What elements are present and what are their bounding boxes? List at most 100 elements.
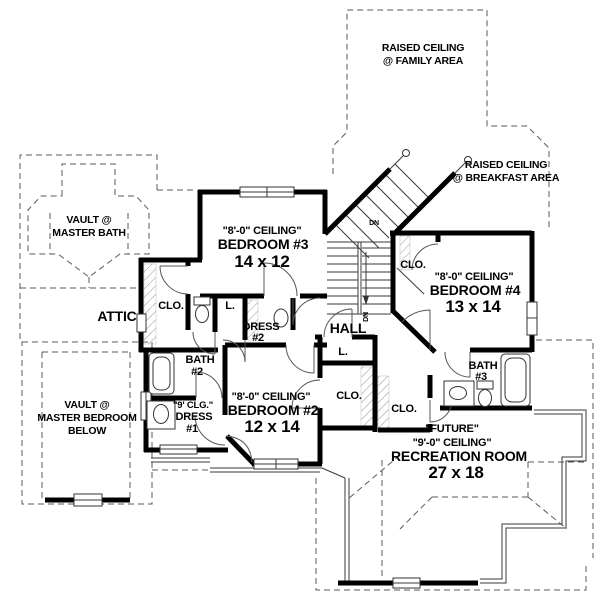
dress2-number-label: #2 bbox=[252, 332, 264, 344]
main-stair-dn-label: DN bbox=[363, 312, 370, 322]
bedroom4-closet-door bbox=[411, 243, 439, 271]
recreation-edge-outer bbox=[480, 409, 587, 584]
bath2-name-label: BATH bbox=[186, 354, 215, 366]
newel-post bbox=[464, 156, 472, 164]
dress1-ceiling-label: "9' CLG." bbox=[173, 400, 213, 411]
left-outline bbox=[19, 154, 197, 342]
bath2-door bbox=[195, 371, 223, 399]
stair-right-wall bbox=[390, 232, 437, 354]
dress1-door bbox=[194, 414, 226, 446]
vault-master-bedroom-line1: VAULT @ bbox=[64, 399, 109, 411]
bedroom3-left-walls bbox=[138, 190, 203, 352]
bedroom3-closet-label: CLO. bbox=[158, 300, 184, 312]
attic-access-opening bbox=[136, 313, 147, 333]
stairs bbox=[327, 149, 472, 315]
linen1-door bbox=[222, 339, 246, 363]
recreation-left-edge bbox=[344, 478, 350, 581]
bath2-number-label: #2 bbox=[191, 366, 203, 378]
dress1-lower-edge bbox=[151, 457, 210, 463]
raised-ceiling-breakfast-line1: RAISED CEILING bbox=[465, 159, 547, 171]
dress2-name-label: DRESS bbox=[243, 321, 280, 333]
walls bbox=[45, 167, 535, 586]
bedroom2-closet-shelf bbox=[360, 366, 374, 427]
hall-label: HALL bbox=[330, 320, 367, 336]
bedroom3-ceiling-label: "8'-0" CEILING" bbox=[223, 225, 302, 237]
vault-master-bedroom-line3: BELOW bbox=[68, 425, 106, 437]
bath3-door bbox=[444, 351, 471, 378]
back-stair-rail-extensions bbox=[389, 154, 467, 174]
bedroom3-closet-door bbox=[159, 265, 189, 295]
master-below-window bbox=[73, 493, 103, 507]
bedroom4-closet-shelf bbox=[399, 235, 411, 271]
bedroom2-closet-door bbox=[291, 379, 321, 409]
recreation-edge-inner bbox=[480, 413, 583, 580]
dress1-vanity bbox=[146, 400, 176, 430]
back-stair-walls bbox=[323, 167, 457, 238]
stair-direction-arrow bbox=[363, 296, 369, 305]
bath3-tub bbox=[500, 353, 531, 407]
recreation-window bbox=[392, 577, 421, 589]
raised-ceiling-family-line2: @ FAMILY AREA bbox=[383, 55, 464, 67]
raised-ceiling-breakfast-line2: @ BREAKFAST AREA bbox=[453, 172, 560, 184]
linen-upper-label: L. bbox=[225, 300, 235, 312]
dress1-window bbox=[159, 444, 198, 455]
thin-edge-lines bbox=[151, 267, 587, 584]
recreation-name-label: RECREATION ROOM bbox=[391, 448, 527, 464]
bath2-tub bbox=[148, 352, 175, 395]
dress1-name-label: DRESS bbox=[176, 411, 213, 423]
bedroom3-name-label: BEDROOM #3 bbox=[218, 236, 309, 252]
bedroom4-size-label: 13 x 14 bbox=[445, 297, 501, 316]
labels: RAISED CEILING @ FAMILY AREA RAISED CEIL… bbox=[37, 42, 560, 482]
recreation-outline bbox=[315, 478, 587, 591]
raised-ceiling-family-line1: RAISED CEILING bbox=[382, 42, 464, 54]
dress2-door bbox=[292, 297, 321, 326]
bath3-vanity bbox=[443, 380, 475, 407]
main-stair-outline bbox=[327, 241, 391, 315]
bedroom4-ceiling-label: "8'-0" CEILING" bbox=[435, 271, 514, 283]
vault-master-bath-line2: MASTER BATH bbox=[52, 227, 125, 239]
bedroom4-name-label: BEDROOM #4 bbox=[430, 282, 521, 298]
roof-outline-dashed bbox=[19, 9, 594, 591]
master-bedroom-below-outline bbox=[21, 341, 153, 505]
dress2-sink bbox=[273, 308, 289, 328]
breakfast-area-outline bbox=[536, 339, 594, 558]
vault-master-bedroom-line2: MASTER BEDROOM bbox=[37, 412, 137, 424]
wc-door bbox=[192, 331, 216, 355]
toilet bbox=[193, 296, 211, 323]
bedroom3-window bbox=[239, 186, 295, 198]
roof-line-diagonal bbox=[347, 454, 401, 500]
recreation-closet-label: CLO. bbox=[391, 403, 417, 415]
bedroom2-ceiling-label: "8'-0" CEILING" bbox=[232, 391, 311, 403]
bedroom4-door bbox=[401, 309, 431, 350]
bath3-number-label: #3 bbox=[475, 371, 487, 383]
master-bath-bay-outline bbox=[27, 163, 150, 288]
back-stair-treads bbox=[334, 163, 430, 259]
bath3-toilet bbox=[476, 380, 494, 407]
bedroom3-size-label: 14 x 12 bbox=[234, 252, 289, 271]
door-swings bbox=[159, 243, 471, 463]
bedroom4-window bbox=[526, 301, 538, 336]
bath3-name-label: BATH bbox=[469, 360, 498, 372]
bedroom4-closet-diagonal bbox=[396, 267, 425, 295]
back-stair-dn-label: DN bbox=[369, 220, 379, 227]
fixtures bbox=[136, 296, 531, 430]
bedroom3-closet-shelf bbox=[143, 263, 157, 345]
bedroom2-corner-door bbox=[225, 435, 253, 463]
family-area-outline bbox=[332, 9, 550, 231]
bedroom4-closet-label: CLO. bbox=[400, 259, 426, 271]
attic-label: ATTIC bbox=[97, 308, 136, 324]
recreation-closet-walls bbox=[378, 375, 433, 433]
newel-post bbox=[402, 149, 410, 157]
vault-master-bath-line1: VAULT @ bbox=[66, 214, 111, 226]
bedroom2-size-label: 12 x 14 bbox=[244, 417, 300, 436]
main-stair-treads bbox=[327, 247, 391, 305]
bedroom2-name-label: BEDROOM #2 bbox=[228, 402, 319, 418]
recreation-status-label: "FUTURE" bbox=[425, 423, 478, 435]
bedroom3-door bbox=[263, 262, 298, 297]
linen-lower-label: L. bbox=[338, 346, 348, 358]
dress1-number-label: #1 bbox=[186, 423, 198, 435]
recreation-size-label: 27 x 18 bbox=[428, 463, 483, 482]
bedroom2-window bbox=[253, 458, 299, 470]
linen2-door bbox=[323, 308, 353, 338]
